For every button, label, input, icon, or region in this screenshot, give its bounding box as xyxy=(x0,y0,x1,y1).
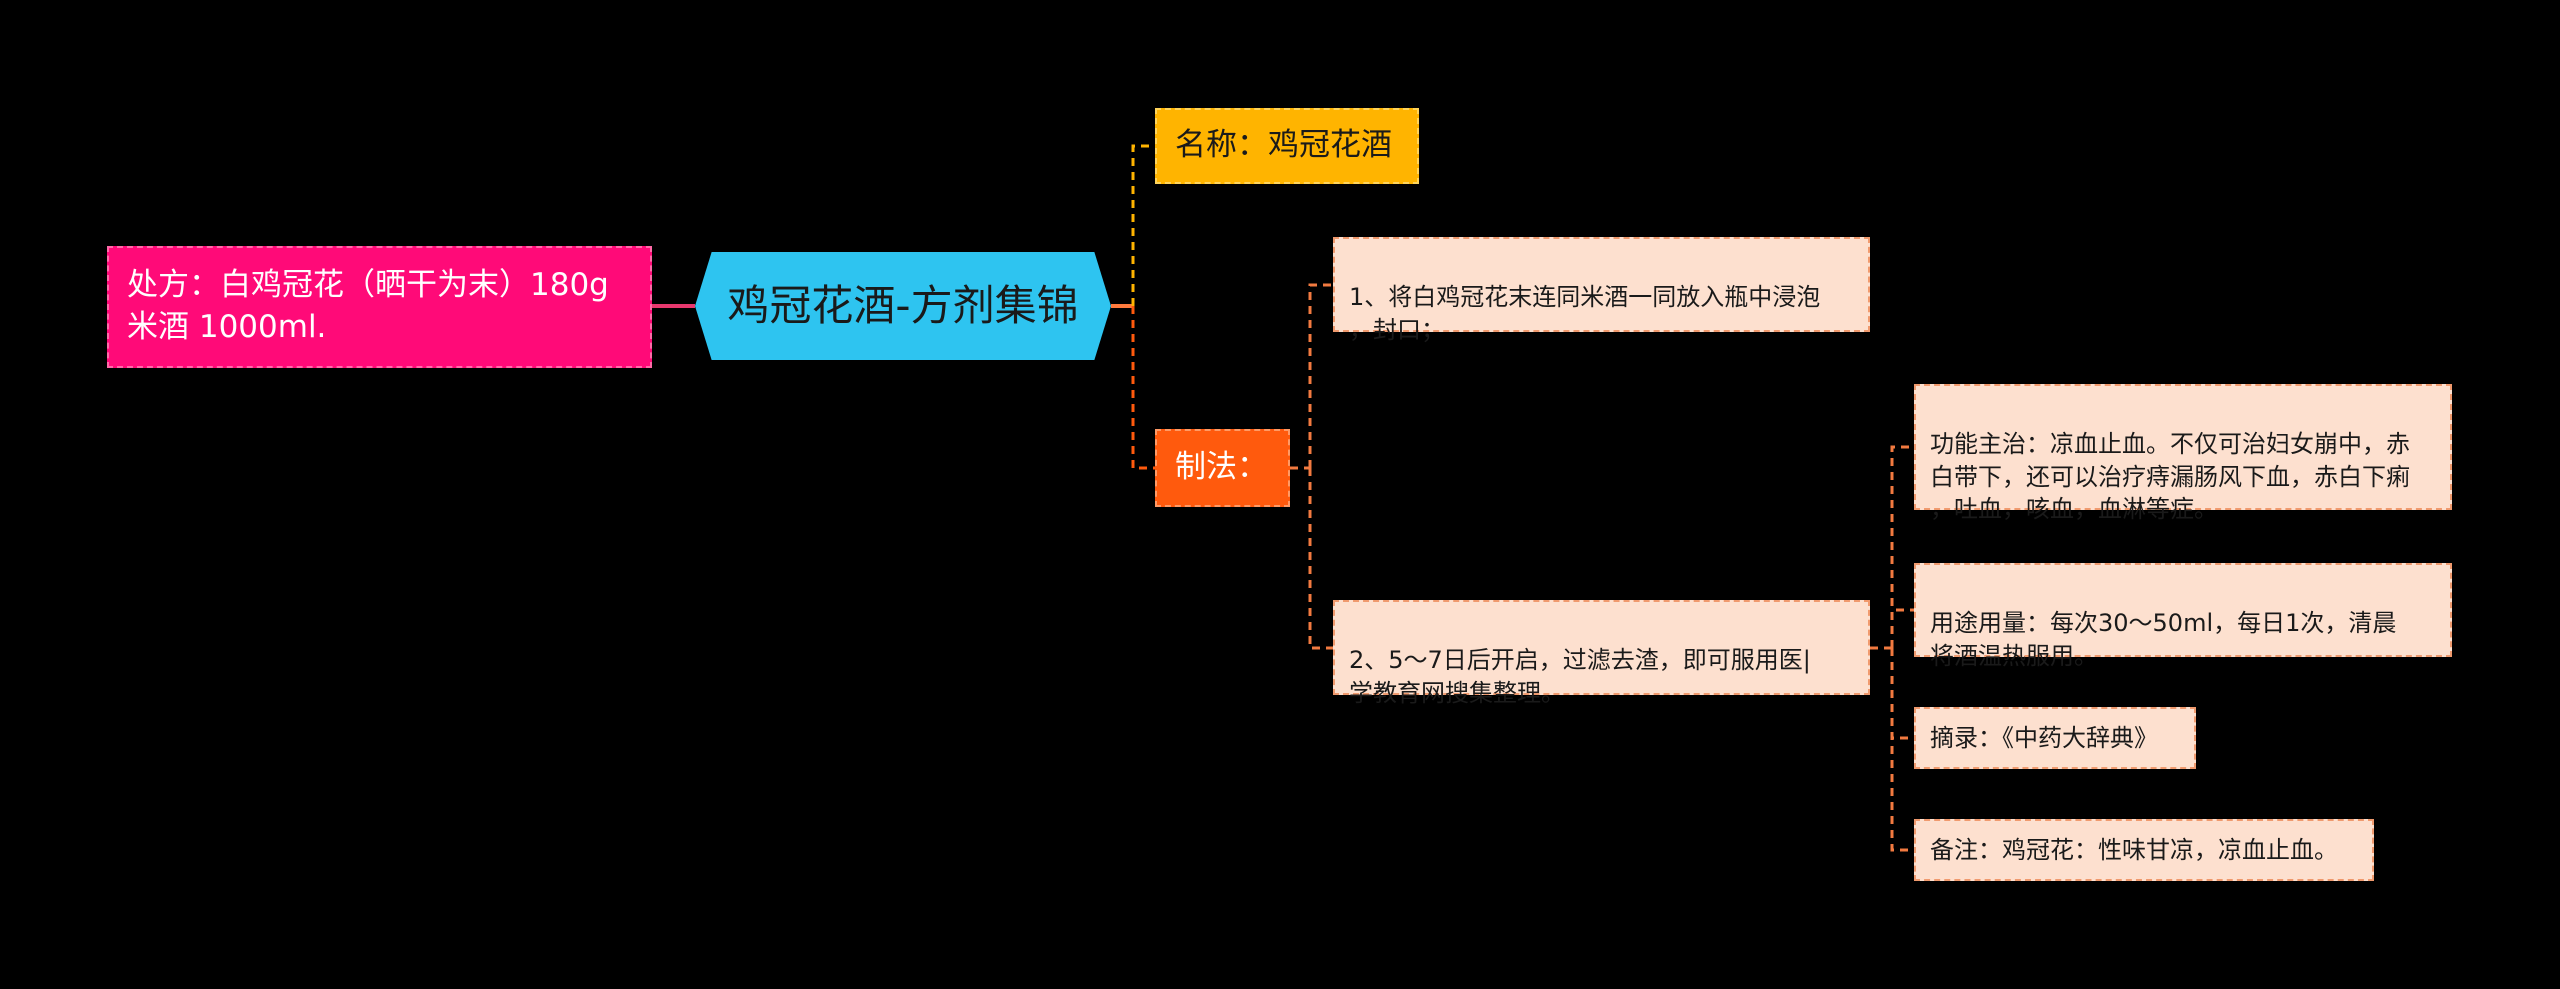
step-2-topic[interactable]: 2、5～7日后开启，过滤去渣，即可服用医| 学教育网搜集整理。 xyxy=(1333,600,1870,707)
method-topic[interactable]: 制法： xyxy=(1155,429,1290,507)
connector-detail4 xyxy=(1890,648,1914,852)
connector-name xyxy=(1131,144,1155,306)
root-topic[interactable]: 鸡冠花酒-方剂集锦 xyxy=(695,252,1111,360)
source-topic[interactable]: 摘录：《中药大辞典》 xyxy=(1914,707,2196,769)
step-2-label: 2、5～7日后开启，过滤去渣，即可服用医| 学教育网搜集整理。 xyxy=(1349,646,1811,707)
method-topic-label: 制法： xyxy=(1175,449,1268,486)
prescription-topic[interactable]: 处方：白鸡冠花（晒干为末）180g 米酒 1000ml. xyxy=(107,246,652,368)
name-topic-label: 名称：鸡冠花酒 xyxy=(1175,127,1392,164)
indications-topic[interactable]: 功能主治：凉血止血。不仅可治妇女崩中，赤 白带下，还可以治疗痔漏肠风下血，赤白下… xyxy=(1914,384,2452,523)
dosage-topic[interactable]: 用途用量：每次30～50ml，每日1次，清晨 将酒温热服用。 xyxy=(1914,563,2452,670)
source-label: 摘录：《中药大辞典》 xyxy=(1930,723,2158,752)
note-label: 备注：鸡冠花：性味甘凉，凉血止血。 xyxy=(1930,835,2338,864)
note-topic[interactable]: 备注：鸡冠花：性味甘凉，凉血止血。 xyxy=(1914,819,2374,881)
root-topic-label: 鸡冠花酒-方剂集锦 xyxy=(727,280,1079,330)
prescription-topic-label: 处方：白鸡冠花（晒干为末）180g 米酒 1000ml. xyxy=(127,267,609,345)
dosage-label: 用途用量：每次30～50ml，每日1次，清晨 将酒温热服用。 xyxy=(1930,609,2397,670)
step-1-label: 1、将白鸡冠花末连同米酒一同放入瓶中浸泡 ，封口； xyxy=(1349,283,1821,344)
connector-step2 xyxy=(1308,468,1333,650)
connector-detail1 xyxy=(1890,445,1914,648)
step-1-topic[interactable]: 1、将白鸡冠花末连同米酒一同放入瓶中浸泡 ，封口； xyxy=(1333,237,1870,344)
connector-method xyxy=(1131,306,1155,470)
indications-label: 功能主治：凉血止血。不仅可治妇女崩中，赤 白带下，还可以治疗痔漏肠风下血，赤白下… xyxy=(1930,430,2410,524)
connector-detail3 xyxy=(1890,648,1914,740)
name-topic[interactable]: 名称：鸡冠花酒 xyxy=(1155,108,1419,184)
connector-detail2 xyxy=(1890,608,1914,648)
connector-step1 xyxy=(1308,283,1333,468)
